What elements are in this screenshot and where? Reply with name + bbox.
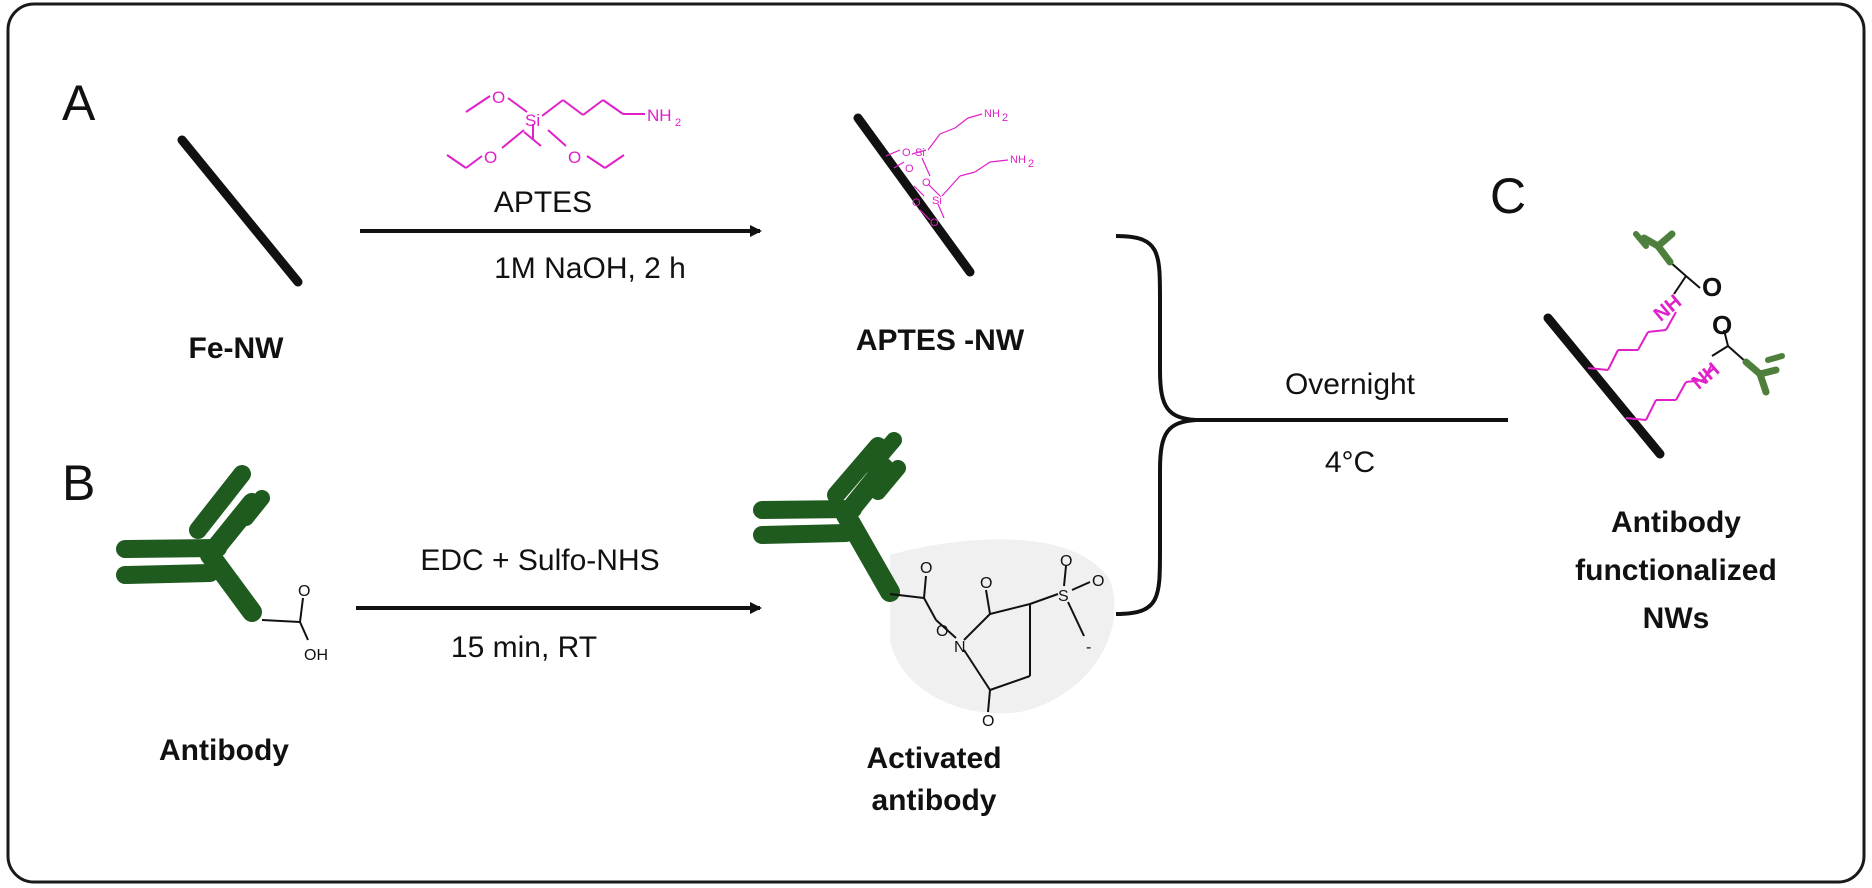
panel-label-c: C	[1490, 168, 1526, 224]
svg-text:O: O	[936, 623, 948, 640]
aptes-nanowire	[853, 113, 975, 277]
svg-text:O: O	[484, 148, 497, 167]
svg-text:-: -	[1086, 639, 1091, 656]
svg-text:2: 2	[1028, 158, 1034, 170]
svg-text:O: O	[568, 148, 581, 167]
svg-text:O: O	[920, 560, 932, 577]
svg-text:S: S	[1058, 588, 1069, 605]
functionalized-nw-label-line1: Antibody	[1611, 506, 1741, 539]
functionalized-nw-label-line3: NWs	[1643, 602, 1710, 635]
svg-text:N: N	[954, 639, 966, 656]
fe-nw-label: Fe-NW	[189, 332, 285, 365]
svg-text:O: O	[982, 713, 994, 730]
svg-text:O: O	[492, 88, 505, 107]
step-c-condition-bottom: 4°C	[1325, 446, 1375, 479]
functionalized-nanowire: NH NH O O	[1543, 230, 1785, 459]
svg-text:Si: Si	[915, 147, 925, 159]
svg-text:O: O	[902, 147, 911, 159]
activated-antibody-label-line1: Activated	[866, 742, 1001, 775]
activated-antibody-label-line2: antibody	[872, 784, 997, 817]
step-a-condition: 1M NaOH, 2 h	[494, 252, 686, 285]
figure-frame	[6, 2, 1866, 884]
svg-text:O: O	[1060, 553, 1072, 570]
svg-text:NH: NH	[1010, 154, 1026, 166]
aptes-surface-layer: O Si O O Si O O NH 2 NH 2	[885, 108, 1034, 229]
svg-text:O: O	[905, 163, 914, 175]
svg-text:O: O	[1702, 272, 1722, 302]
step-c-condition-top: Overnight	[1285, 368, 1416, 401]
svg-text:2: 2	[1002, 112, 1008, 124]
svg-text:Si: Si	[525, 111, 540, 130]
activated-antibody-icon: O O N O O S O O -	[753, 432, 1115, 730]
antibody-icon: O OH	[116, 465, 328, 664]
aptes-structure: O Si O O NH 2	[446, 88, 681, 169]
svg-text:O: O	[922, 177, 931, 189]
svg-text:O: O	[980, 575, 992, 592]
svg-text:O: O	[298, 583, 310, 600]
edc-reagent-label: EDC + Sulfo-NHS	[420, 544, 659, 577]
svg-text:O: O	[930, 217, 939, 229]
panel-label-b: B	[62, 455, 95, 511]
svg-text:O: O	[912, 197, 921, 209]
aptes-reagent-label: APTES	[494, 186, 592, 219]
svg-text:2: 2	[675, 117, 681, 129]
antibody-label: Antibody	[159, 734, 289, 767]
svg-text:O: O	[1712, 310, 1732, 340]
aptes-nw-label: APTES -NW	[856, 324, 1025, 357]
svg-text:O: O	[1092, 573, 1104, 590]
fe-nanowire	[177, 135, 303, 287]
svg-text:OH: OH	[304, 647, 328, 664]
step-b-condition: 15 min, RT	[451, 631, 597, 664]
functionalized-nw-label-line2: functionalized	[1575, 554, 1777, 587]
svg-text:NH: NH	[984, 108, 1000, 120]
svg-text:NH: NH	[647, 106, 672, 125]
panel-label-a: A	[62, 75, 96, 131]
svg-text:Si: Si	[932, 195, 942, 207]
